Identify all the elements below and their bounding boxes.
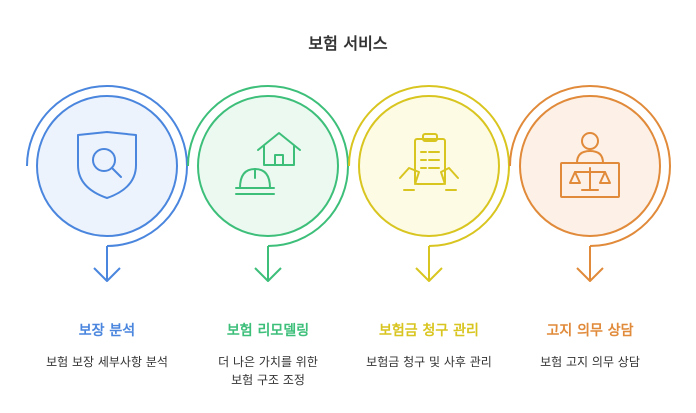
clipboard-hands-icon xyxy=(399,133,459,191)
inner-circle xyxy=(519,95,661,237)
service-desc-remodeling: 더 나은 가치를 위한 보험 구조 조정 xyxy=(218,355,318,387)
outer-arc xyxy=(26,85,188,247)
down-arrow-head xyxy=(576,267,604,282)
service-desc-disclosure: 보험 고지 의무 상담 xyxy=(540,355,640,369)
shield-search-icon xyxy=(77,131,137,199)
service-node-remodeling xyxy=(187,85,349,282)
service-node-disclosure xyxy=(509,85,671,282)
outer-arc xyxy=(509,85,671,247)
person-scales-icon xyxy=(560,132,620,198)
service-title-claims: 보험금 청구 관리 xyxy=(379,323,479,339)
inner-circle xyxy=(36,95,178,237)
service-node-coverage xyxy=(26,85,188,282)
down-arrow-head xyxy=(93,267,121,282)
service-title-coverage: 보장 분석 xyxy=(78,323,136,339)
house-hardhat-icon xyxy=(235,132,301,195)
diagram-title: 보험 서비스 xyxy=(308,34,388,53)
outer-arc xyxy=(187,85,349,247)
service-desc-coverage: 보험 보장 세부사항 분석 xyxy=(46,355,168,369)
down-arrow-head xyxy=(415,267,443,282)
service-node-claims xyxy=(348,85,510,282)
outer-arc xyxy=(348,85,510,247)
inner-circle xyxy=(358,95,500,237)
service-desc-claims: 보험금 청구 및 사후 관리 xyxy=(366,355,492,369)
service-title-remodeling: 보험 리모델링 xyxy=(226,323,310,339)
service-title-disclosure: 고지 의무 상담 xyxy=(546,323,634,339)
down-arrow-head xyxy=(254,267,282,282)
